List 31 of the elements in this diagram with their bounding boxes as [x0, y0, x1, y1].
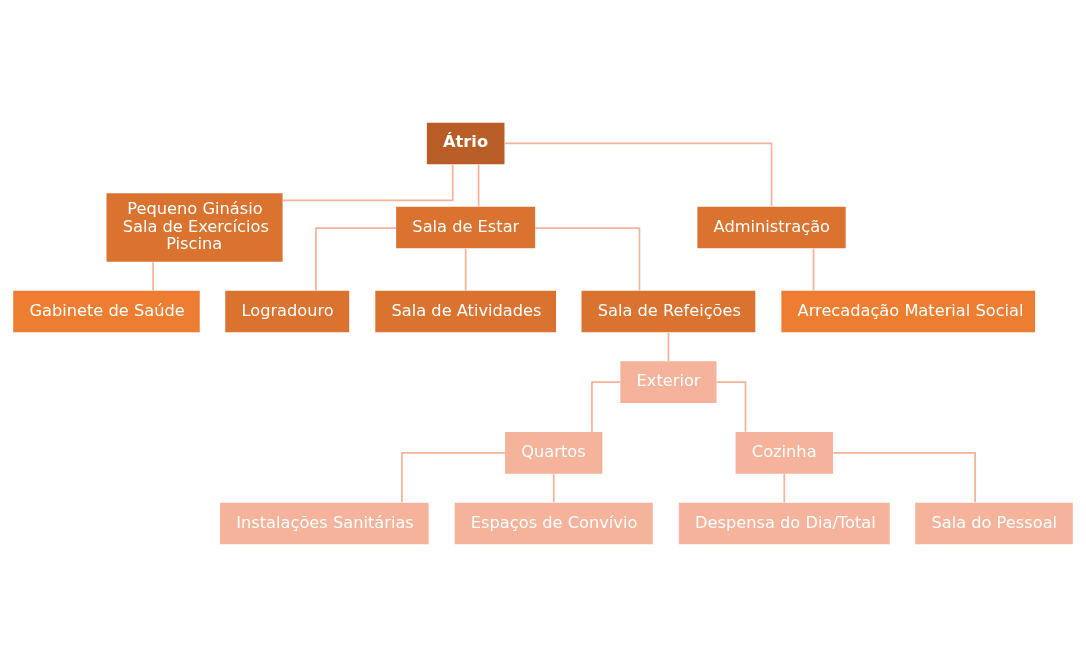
- connector: [667, 331, 670, 362]
- node-box: Quartos: [505, 431, 603, 474]
- connector: [315, 226, 397, 291]
- node-box: Átrio: [426, 122, 505, 164]
- node-box: Instalações Sanitárias: [220, 502, 429, 544]
- connector: [832, 451, 977, 503]
- connector: [281, 163, 454, 201]
- node-box: Exterior: [620, 360, 717, 403]
- node-box: Logradouro: [225, 290, 350, 332]
- node-box: Despensa do Dia/Total: [678, 502, 890, 544]
- connector: [401, 451, 506, 503]
- connector: [534, 226, 641, 291]
- node-box: Pequeno Ginásio Sala de Exercícios Piscina: [106, 192, 283, 262]
- node-box: Administração: [697, 206, 846, 248]
- node-box: Sala de Atividades: [375, 290, 557, 332]
- connector: [783, 472, 786, 503]
- connector: [715, 380, 747, 432]
- connector: [503, 142, 773, 207]
- node-box: Sala de Refeições: [581, 290, 756, 332]
- connector: [552, 472, 555, 503]
- connector: [812, 247, 815, 291]
- node-box: Sala do Pessoal: [915, 502, 1073, 544]
- connector: [464, 247, 467, 291]
- node-box: Gabinete de Saúde: [13, 290, 200, 332]
- connector: [477, 163, 480, 207]
- node-box: Espaços de Convívio: [454, 502, 653, 544]
- node-box: Arrecadação Material Social: [781, 290, 1036, 332]
- connector: [591, 380, 621, 432]
- node-box: Cozinha: [735, 431, 833, 474]
- node-box: Sala de Estar: [396, 206, 536, 248]
- connector: [152, 260, 154, 291]
